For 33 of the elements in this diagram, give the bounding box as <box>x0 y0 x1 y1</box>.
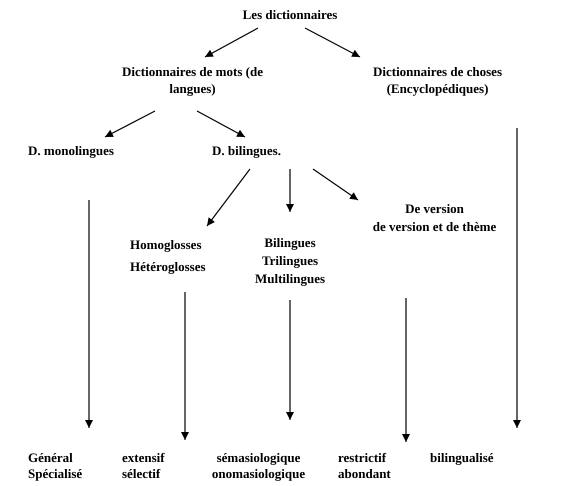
node-label: sémasiologique <box>216 450 302 466</box>
arrow <box>181 292 189 440</box>
node-label: de version et de thème <box>372 218 498 236</box>
arrow <box>204 27 258 58</box>
node-label: Bilingues <box>263 234 317 252</box>
node-label: Les dictionnaires <box>242 6 338 23</box>
node-label: De version <box>404 200 465 218</box>
node-label: Spécialisé <box>28 466 84 482</box>
arrow <box>206 168 250 226</box>
node-label: Trilingues <box>260 252 320 270</box>
arrow <box>304 27 360 58</box>
arrow <box>286 169 294 212</box>
node-label: Dictionnaires de mots (de langues) <box>121 63 264 97</box>
arrow <box>402 298 410 442</box>
node-label: bilingualisé <box>430 450 495 466</box>
node-label: Homoglosses <box>130 236 202 254</box>
node-label: sélectif <box>122 466 162 482</box>
node-label: restrictif <box>338 450 388 466</box>
node-label: Général <box>28 450 74 466</box>
arrow <box>286 300 294 420</box>
arrow <box>312 168 358 200</box>
node-label: extensif <box>122 450 166 466</box>
arrow <box>104 110 156 138</box>
node-label: Dictionnaires de choses (Encyclopédiques) <box>372 63 504 97</box>
node-label: D. bilingues. <box>212 142 282 159</box>
node-label: Hétéroglosses <box>130 258 207 276</box>
arrow <box>85 200 93 428</box>
node-label: onomasiologique <box>210 466 306 482</box>
node-label: Multilingues <box>254 270 326 288</box>
node-label: D. monolingues <box>28 142 115 159</box>
node-label: abondant <box>338 466 392 482</box>
arrow <box>196 110 246 138</box>
arrow <box>513 128 521 428</box>
